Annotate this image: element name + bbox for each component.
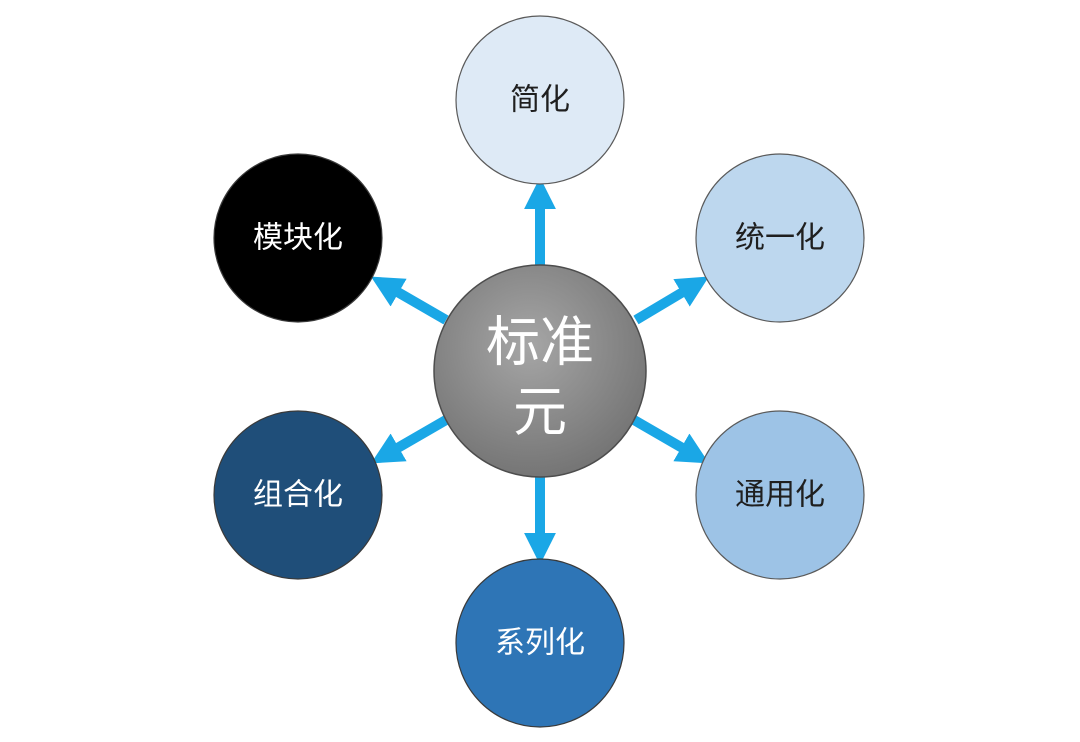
arrow-to-combination [370, 415, 449, 464]
node-modularization-label: 模块化 [253, 221, 343, 256]
node-combination: 组合化 [213, 410, 383, 580]
node-simplification: 简化 [455, 15, 625, 185]
center-label-line2: 元 [513, 381, 567, 444]
node-serialization-label: 系列化 [495, 626, 585, 661]
center-label-line1: 标准 [486, 311, 594, 374]
node-unification-label: 统一化 [735, 221, 825, 256]
arrows [370, 177, 710, 565]
arrow-to-unification [633, 276, 709, 325]
node-unification: 统一化 [695, 153, 865, 323]
node-serialization: 系列化 [455, 558, 625, 728]
arrow-to-generalization [631, 415, 710, 464]
node-generalization: 通用化 [695, 410, 865, 580]
node-combination-label: 组合化 [253, 478, 343, 513]
node-modularization: 模块化 [213, 153, 383, 323]
node-simplification-label: 简化 [510, 83, 570, 118]
node-generalization-label: 通用化 [735, 478, 825, 513]
arrow-to-modularization [370, 276, 449, 325]
center-circle [433, 264, 647, 478]
center-node: 标准 元 [433, 264, 647, 478]
